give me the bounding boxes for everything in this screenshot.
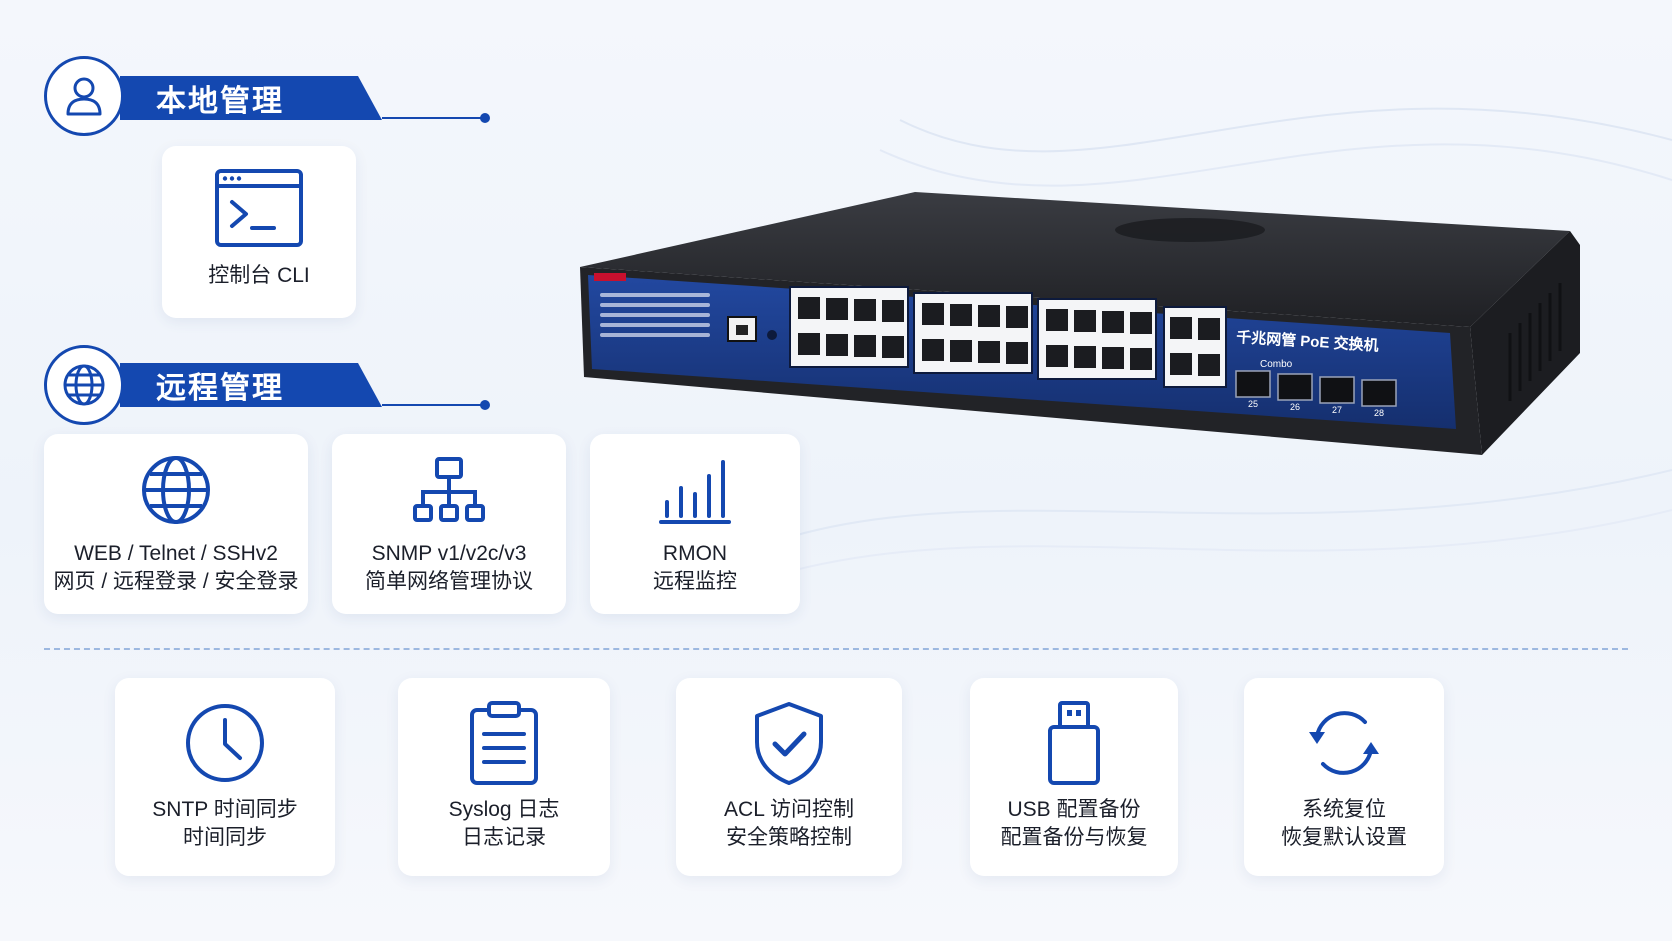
sfp-port-27: 27: [1332, 405, 1342, 415]
rmon-label: RMON: [662, 542, 728, 565]
network-topology-icon: [413, 457, 485, 522]
local-header-dot: [480, 113, 490, 123]
clock-icon: [186, 704, 264, 782]
sntp-card: SNTP 时间同步 时间同步: [115, 678, 335, 876]
cli-label: 控制台 CLI: [208, 264, 310, 287]
usb-card: USB 配置备份 配置备份与恢复: [970, 678, 1178, 876]
acl-sublabel: 安全策略控制: [726, 826, 852, 849]
clipboard-list-icon: [470, 701, 538, 785]
usb-label: USB 配置备份: [1007, 798, 1141, 821]
syslog-label: Syslog 日志: [448, 798, 560, 821]
web-sublabel: 网页 / 远程登录 / 安全登录: [53, 570, 299, 593]
sntp-label: SNTP 时间同步: [152, 798, 298, 821]
reset-sublabel: 恢复默认设置: [1281, 826, 1407, 849]
syslog-sublabel: 日志记录: [462, 826, 546, 849]
terminal-window-icon: [215, 169, 303, 247]
acl-label: ACL 访问控制: [724, 798, 854, 821]
user-icon: [44, 56, 124, 136]
web-label: WEB / Telnet / SSHv2: [74, 542, 278, 565]
cli-card: 控制台 CLI: [162, 146, 356, 318]
bar-chart-icon: [659, 460, 731, 524]
rmon-sublabel: 远程监控: [653, 570, 737, 593]
sfp-port-28: 28: [1374, 408, 1384, 418]
sfp-port-25: 25: [1248, 399, 1258, 409]
snmp-card: SNMP v1/v2c/v3 简单网络管理协议: [332, 434, 566, 614]
local-management-title: 本地管理: [120, 76, 382, 120]
sfp-port-26: 26: [1290, 402, 1300, 412]
combo-label: Combo: [1260, 359, 1293, 370]
rmon-card: RMON 远程监控: [590, 434, 800, 614]
sntp-sublabel: 时间同步: [183, 826, 267, 849]
usb-drive-icon: [1048, 701, 1100, 785]
syslog-card: Syslog 日志 日志记录: [398, 678, 610, 876]
remote-management-title: 远程管理: [120, 363, 382, 407]
sfp-port-labels: 25 26 27 28: [1248, 399, 1384, 418]
usb-sublabel: 配置备份与恢复: [1000, 826, 1148, 849]
snmp-label: SNMP v1/v2c/v3: [371, 542, 527, 565]
local-header-line: [382, 117, 482, 119]
remote-header-dot: [480, 400, 490, 410]
section-divider: [44, 648, 1628, 650]
acl-card: ACL 访问控制 安全策略控制: [676, 678, 902, 876]
reset-card: 系统复位 恢复默认设置: [1244, 678, 1444, 876]
globe-icon: [142, 456, 210, 524]
remote-header-line: [382, 404, 482, 406]
refresh-cycle-icon: [1309, 711, 1379, 775]
shield-check-icon: [755, 702, 823, 785]
reset-label: 系统复位: [1302, 798, 1386, 821]
poe-switch-image: 25 26 27 28 Combo 千兆网管 PoE 交换机: [570, 185, 1656, 490]
snmp-sublabel: 简单网络管理协议: [365, 570, 533, 593]
globe-icon: [44, 345, 124, 425]
web-telnet-ssh-card: WEB / Telnet / SSHv2 网页 / 远程登录 / 安全登录: [44, 434, 308, 614]
